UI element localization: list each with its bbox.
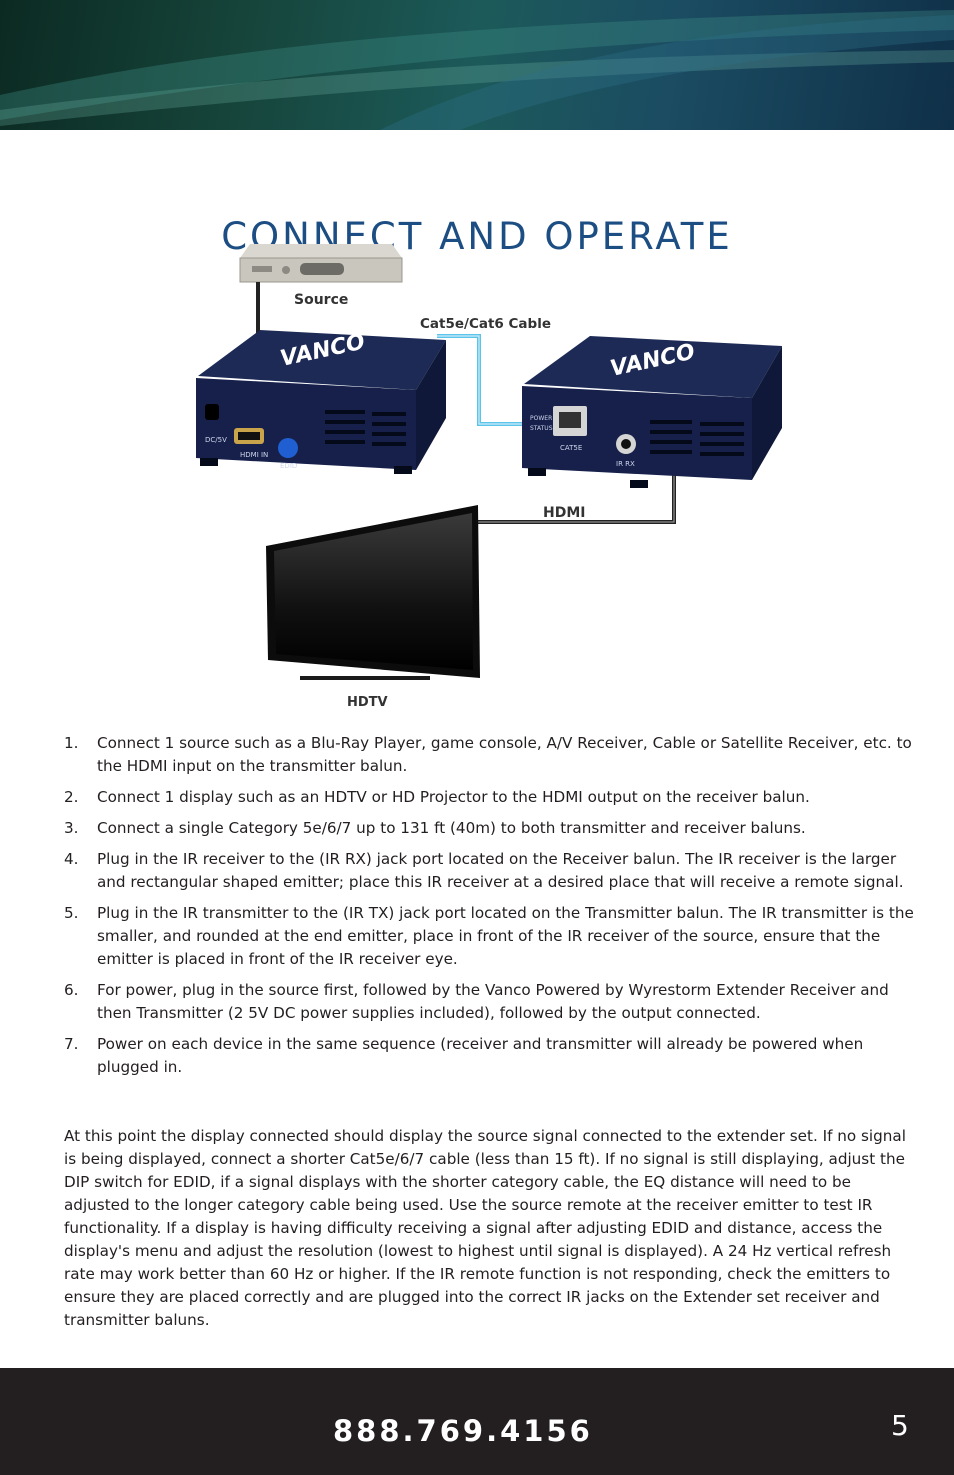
step-text: Power on each device in the same sequenc… — [97, 1035, 864, 1076]
step-text: Plug in the IR receiver to the (IR RX) j… — [97, 850, 904, 891]
list-item: 3. Connect a single Category 5e/6/7 up to… — [64, 817, 914, 840]
rx-port-power: POWER — [530, 415, 552, 422]
rx-port-ir-rx: IR RX — [616, 460, 635, 468]
troubleshooting-paragraph: At this point the display connected shou… — [64, 1127, 906, 1329]
setup-steps-list: 1. Connect 1 source such as a Blu-Ray Pla… — [64, 732, 914, 1087]
hdmi-label: HDMI — [543, 505, 585, 521]
banner-swoosh-graphic — [0, 10, 954, 130]
tx-port-hdmi-in: HDMI IN — [240, 451, 268, 459]
tx-port-edid: EDID — [280, 462, 297, 470]
step-number: 3. — [64, 819, 79, 837]
list-item: 2. Connect 1 display such as an HDTV or H… — [64, 786, 914, 809]
step-text: Connect 1 source such as a Blu-Ray Playe… — [97, 734, 912, 775]
list-item: 1. Connect 1 source such as a Blu-Ray Pla… — [64, 732, 914, 778]
rx-port-cat5e: CAT5E — [560, 444, 582, 452]
step-number: 6. — [64, 981, 79, 999]
step-text: Plug in the IR transmitter to the (IR TX… — [97, 904, 914, 968]
step-number: 2. — [64, 788, 79, 806]
list-item: 4. Plug in the IR receiver to the (IR RX)… — [64, 848, 914, 894]
list-item: 5. Plug in the IR transmitter to the (IR … — [64, 902, 914, 971]
step-text: Connect a single Category 5e/6/7 up to 1… — [97, 819, 806, 837]
connection-diagram: Source Cat5e/Cat6 Cable HDMI VANCO DC/5V… — [196, 244, 782, 710]
rx-port-status: STATUS — [530, 425, 553, 432]
step-number: 7. — [64, 1035, 79, 1053]
footer-bar — [0, 1368, 954, 1475]
step-number: 5. — [64, 904, 79, 922]
step-number: 4. — [64, 850, 79, 868]
source-device — [239, 244, 403, 283]
list-item: 6. For power, plug in the source first, f… — [64, 979, 914, 1025]
receiver-balun: VANCO POWER STATUS CAT5E IR RX — [522, 336, 782, 488]
hdtv-display — [266, 505, 480, 680]
hdtv-label: HDTV — [347, 695, 388, 710]
source-label: Source — [294, 292, 348, 308]
step-text: For power, plug in the source first, fol… — [97, 981, 889, 1022]
page-number: 5 — [891, 1409, 909, 1442]
list-item: 7. Power on each device in the same seque… — [64, 1033, 914, 1079]
header-banner — [0, 0, 954, 130]
cable-label: Cat5e/Cat6 Cable — [420, 316, 551, 332]
transmitter-balun: VANCO DC/5V HDMI IN EDID — [196, 330, 446, 474]
phone-number: 888.769.4156 — [333, 1414, 593, 1448]
step-number: 1. — [64, 734, 79, 752]
tx-port-dc: DC/5V — [205, 436, 227, 444]
step-text: Connect 1 display such as an HDTV or HD … — [97, 788, 810, 806]
